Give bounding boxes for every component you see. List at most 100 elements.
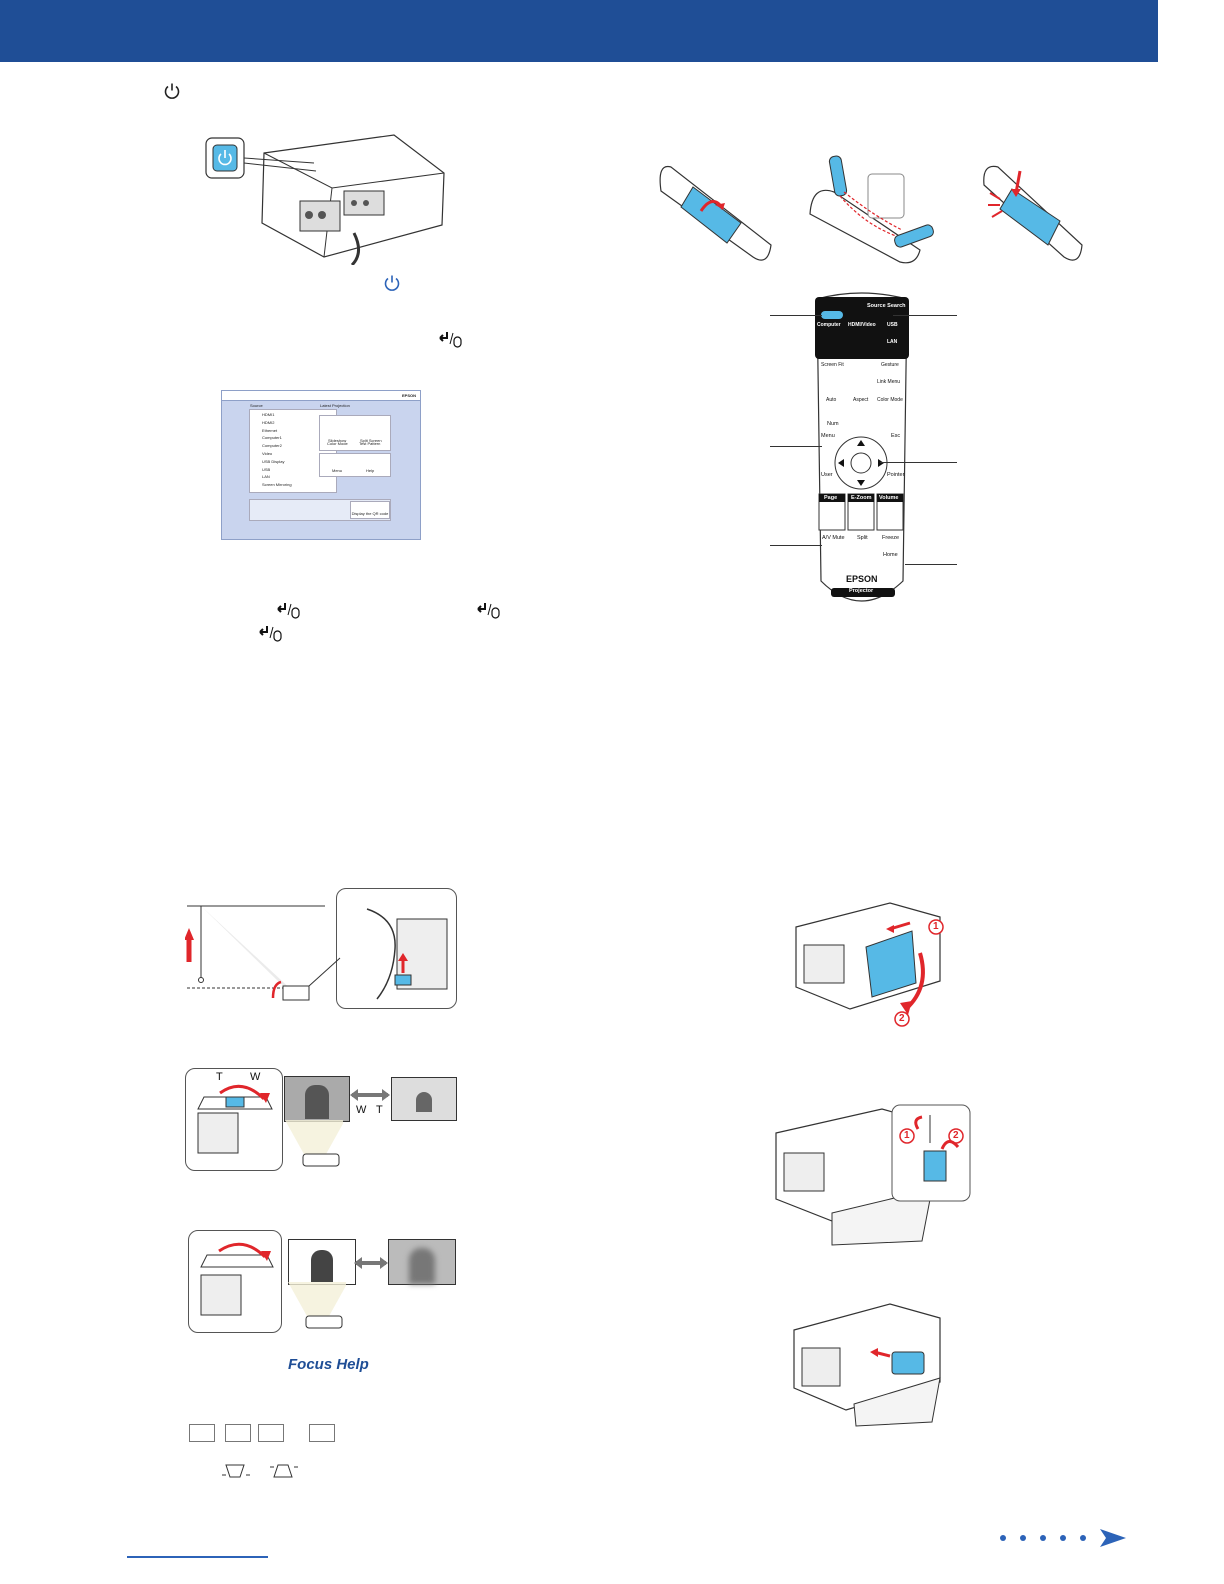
remote-esc-label: Esc: [891, 433, 901, 439]
remote-ezoom-label: E-Zoom: [851, 495, 872, 501]
home-tiles-top: Slideshow Split Screen: [319, 415, 391, 451]
home-source-item: Video: [262, 450, 273, 456]
home-source-heading: Source: [250, 403, 263, 408]
remote-usb-label: USB: [887, 322, 898, 328]
keystone-shape-icon: [258, 1424, 284, 1442]
enter-mouse-icon: [259, 626, 282, 642]
zoom-projection-beam: [285, 1120, 343, 1167]
focus-ring-closeup: [188, 1230, 282, 1333]
remote-pointer-label: Pointer: [887, 472, 905, 478]
home-tiles-mid: Color Mode Test Pattern: [319, 431, 389, 449]
callout-line: [770, 446, 822, 447]
double-arrow-icon: [350, 1089, 390, 1101]
home-tile: Menu: [332, 468, 343, 473]
home-source-item: Computer1: [262, 435, 282, 441]
home-screen-brand: EPSON: [401, 393, 416, 398]
remote-freeze-label: Freeze: [882, 535, 900, 541]
focus-image-blurry: [388, 1239, 456, 1285]
filter-removal-illustration: [775, 1104, 971, 1246]
power-icon-inline: [384, 275, 400, 291]
home-tile: Help: [366, 468, 375, 473]
enter-mouse-icon: [477, 603, 500, 619]
remote-num-label: Num: [827, 421, 839, 427]
page-header-band: [0, 0, 1158, 62]
focus-projection-beam: [288, 1282, 346, 1329]
home-tile: Split Screen: [360, 438, 382, 443]
callout-line: [905, 564, 957, 565]
keystone-bottom-narrow-icon: [270, 1464, 298, 1478]
home-tiles-bottom: Menu Help: [319, 453, 391, 477]
home-screen-image: EPSON Source Latest Projection HDMI1 HDM…: [221, 390, 421, 540]
home-tile: Color Mode: [327, 441, 348, 446]
remote-auto-label: Auto: [826, 397, 837, 403]
callout-line: [893, 315, 957, 316]
zoom-wide-label-2: W: [356, 1104, 367, 1116]
projector-tilt-diagram: [185, 905, 341, 1001]
home-source-item: Computer2: [262, 443, 282, 449]
dot-icon: [1000, 1535, 1006, 1541]
zoom-tele-label-2: T: [376, 1104, 383, 1116]
step-number: 2: [953, 1130, 959, 1141]
home-source-item: USB: [262, 466, 271, 472]
remote-source-search-label: Source Search: [867, 303, 906, 309]
double-arrow-icon: [354, 1257, 388, 1269]
power-icon: [164, 83, 180, 99]
dot-icon: [1020, 1535, 1026, 1541]
zoom-tele-label: T: [216, 1071, 223, 1083]
foot-lever-closeup: [336, 888, 457, 1009]
enter-mouse-icon: [439, 332, 462, 348]
callout-line: [770, 315, 822, 316]
remote-hdmi-label: HDMI/Video: [848, 322, 876, 328]
remote-lan-label: LAN: [887, 339, 898, 345]
remote-split-label: Split: [857, 535, 868, 541]
focus-help-label: Focus Help: [288, 1356, 369, 1373]
remote-link-menu-label: Link Menu: [877, 379, 901, 385]
remote-menu-label: Menu: [821, 433, 835, 439]
remote-color-mode-label: Color Mode: [877, 397, 903, 403]
remote-page-label: Page: [824, 495, 838, 501]
filter-insert-illustration: [793, 1303, 941, 1427]
dot-icon: [1040, 1535, 1046, 1541]
remote-brand: EPSON: [846, 574, 878, 584]
home-source-item: LAN: [262, 474, 270, 480]
keystone-shape-icon: [225, 1424, 251, 1442]
dot-icon: [1080, 1535, 1086, 1541]
home-source-item: Ethernet: [262, 427, 278, 433]
keystone-shape-icon: [189, 1424, 215, 1442]
home-qr-button: Display the QR code: [350, 501, 390, 519]
remote-home-label: Home: [883, 552, 898, 558]
remote-volume-label: Volume: [879, 495, 899, 501]
remote-computer-label: Computer: [817, 322, 841, 328]
callout-line: [880, 462, 957, 463]
filter-cover-open-illustration: [795, 902, 944, 1027]
zoom-wide-label: W: [250, 1071, 261, 1083]
home-source-item: Screen Mirroring: [262, 482, 292, 488]
enter-mouse-icon: [277, 603, 300, 619]
focus-image-sharp: [288, 1239, 356, 1285]
zoom-image-small: [391, 1077, 457, 1121]
projector-power-illustration: [205, 134, 445, 265]
next-page-arrow-icon[interactable]: [1100, 1529, 1126, 1547]
keystone-shape-icon: [309, 1424, 335, 1442]
remote-gesture-label: Gesture: [881, 362, 899, 368]
step-number: 1: [933, 921, 939, 932]
remote-battery-cover-open-illustration: [659, 165, 772, 261]
remote-battery-insert-illustration: [809, 155, 934, 264]
remote-user-label: User: [821, 472, 833, 478]
keystone-top-narrow-icon: [222, 1464, 250, 1478]
footer-rule: [127, 1556, 268, 1558]
dot-icon: [1060, 1535, 1066, 1541]
home-tile: Slideshow: [328, 438, 347, 443]
remote-battery-cover-close-illustration: [983, 165, 1083, 261]
remote-screen-fit-label: Screen Fit: [821, 362, 844, 368]
zoom-ring-closeup: T W: [185, 1068, 283, 1171]
zoom-image-large: [284, 1076, 350, 1122]
home-tile: Test Pattern: [359, 441, 381, 446]
home-source-item: HDMI2: [262, 419, 275, 425]
step-number: 1: [904, 1130, 910, 1141]
step-number: 2: [899, 1013, 905, 1024]
remote-projector-label: Projector: [849, 588, 874, 594]
home-latest-heading: Latest Projection: [320, 403, 350, 408]
next-page-indicator[interactable]: [1000, 1529, 1126, 1547]
home-source-item: HDMI1: [262, 412, 275, 417]
